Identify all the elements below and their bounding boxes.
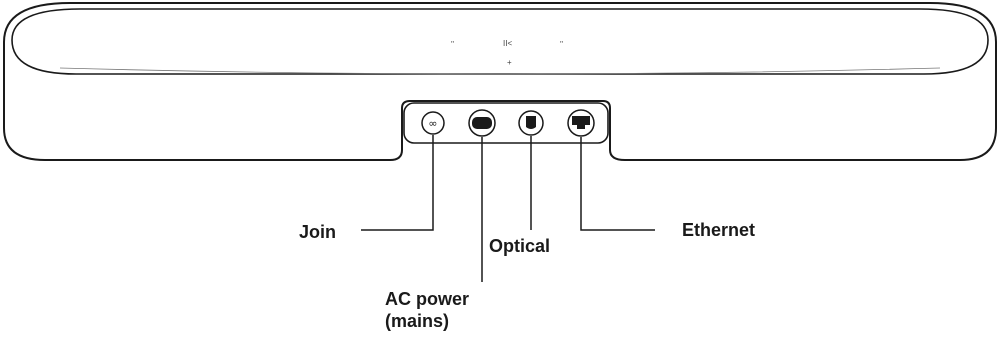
optical-label: Optical (489, 236, 551, 256)
ac-power-port[interactable] (468, 109, 496, 137)
ethernet-callout-line (580, 137, 655, 231)
join-callout-line (361, 135, 434, 231)
port-panel (403, 102, 609, 144)
ac-power-socket-icon (472, 117, 492, 129)
top-panel-glyph-center: II< (503, 39, 512, 48)
soundbar-top-surface (11, 8, 989, 75)
soundbar-top-edge (59, 67, 941, 75)
ethernet-label: Ethernet (682, 220, 756, 240)
top-panel-glyph-left: '' (451, 40, 455, 49)
optical-socket-icon (526, 116, 536, 129)
top-panel-glyph-right: '' (560, 40, 564, 49)
optical-port[interactable] (518, 110, 544, 136)
ethernet-port[interactable] (567, 109, 595, 137)
ethernet-socket-icon (572, 116, 590, 129)
join-symbol: ∞ (428, 117, 437, 130)
join-label: Join (299, 222, 337, 242)
ac-power-label-line1: AC power (385, 289, 470, 309)
ac-power-label-line2: (mains) (385, 311, 450, 331)
join-button[interactable]: ∞ (421, 111, 445, 135)
top-panel-glyph-under: + (507, 58, 512, 67)
ac-power-label: AC power (mains) (385, 288, 469, 332)
